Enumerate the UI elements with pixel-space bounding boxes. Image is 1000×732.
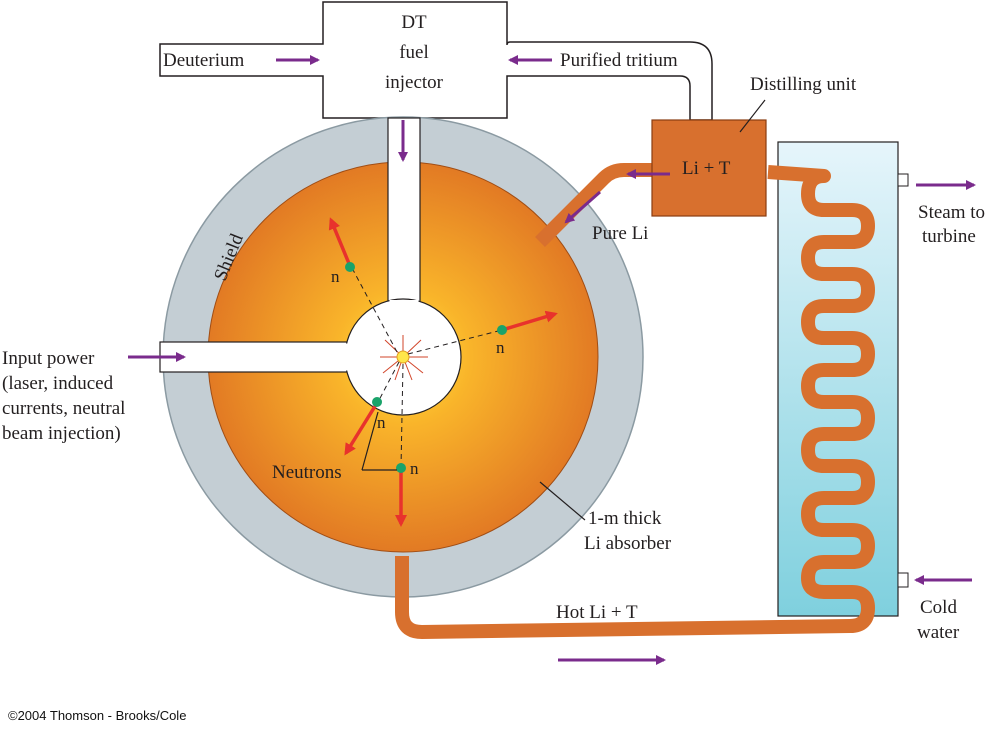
distilling-leader xyxy=(739,99,766,133)
neutron-n-1: n xyxy=(331,267,340,286)
input-power-line-3: currents, neutral xyxy=(2,398,125,419)
distilling-unit-box xyxy=(651,119,767,217)
pure-li-arrow xyxy=(564,190,601,224)
neutron-n-3: n xyxy=(377,413,386,432)
injector-line-1: DT xyxy=(401,12,427,33)
input-power-channel xyxy=(159,341,361,373)
neutrons-label: Neutrons xyxy=(272,462,342,483)
distilling-unit-label: Distilling unit xyxy=(750,74,857,95)
neutron-n-4: n xyxy=(410,459,419,478)
neutron-dot xyxy=(372,397,382,407)
absorber-line-1: 1-m thick xyxy=(588,508,662,529)
neutron-dot xyxy=(345,262,355,272)
neutron-dot xyxy=(497,325,507,335)
neutron-arrows xyxy=(328,217,558,527)
water-inlet xyxy=(897,572,909,588)
neutron-arrow-3 xyxy=(344,402,379,456)
copyright-text: ©2004 Thomson - Brooks/Cole xyxy=(8,708,186,723)
absorber-leader xyxy=(539,481,586,521)
channel-joint-left xyxy=(340,343,350,371)
neutrons-leaders xyxy=(361,411,397,471)
steam-label-2: turbine xyxy=(922,226,976,247)
absorber-line-2: Li absorber xyxy=(584,533,672,554)
injector-line-3: injector xyxy=(385,72,444,93)
injector-line-2: fuel xyxy=(399,42,429,63)
steam-label-1: Steam to xyxy=(918,202,985,223)
input-power-line-4: beam injection) xyxy=(2,423,121,444)
neutron-dots xyxy=(345,262,507,473)
purified-tritium-label: Purified tritium xyxy=(560,50,678,71)
hot-li-pipe xyxy=(395,165,875,639)
cold-water-line-1: Cold xyxy=(920,597,957,618)
neutron-arrow-1 xyxy=(328,217,352,267)
neutron-arrow-2 xyxy=(501,310,558,332)
flow-arrows xyxy=(128,55,976,665)
neutron-n-2: n xyxy=(496,338,505,357)
pure-li-label: Pure Li xyxy=(592,223,648,244)
li-t-label: Li + T xyxy=(682,158,731,179)
cold-water-line-2: water xyxy=(917,622,960,643)
input-power-line-2: (laser, induced xyxy=(2,373,114,394)
pure-li-pipe xyxy=(535,163,655,247)
channel-joint-top xyxy=(389,300,419,310)
neutron-dot xyxy=(396,463,406,473)
fuel-pellet xyxy=(396,350,410,364)
input-power-line-1: Input power xyxy=(2,348,95,369)
deuterium-label: Deuterium xyxy=(163,50,244,71)
hot-li-t-label: Hot Li + T xyxy=(556,602,638,623)
steam-outlet xyxy=(897,173,909,187)
neutron-paths xyxy=(351,267,503,469)
